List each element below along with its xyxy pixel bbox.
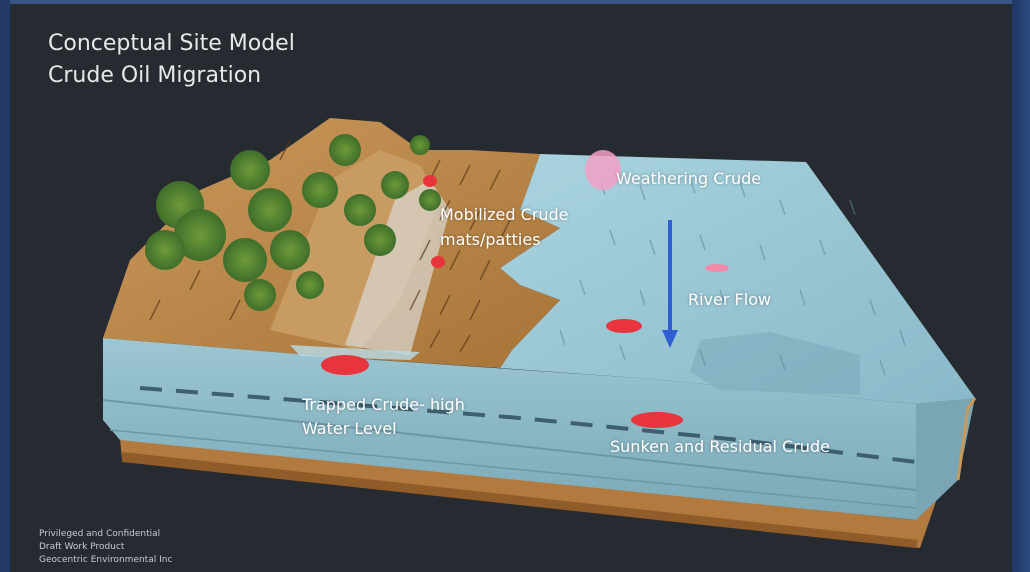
river-bank-terrain [103, 118, 560, 368]
vegetation [145, 134, 441, 311]
footer-line-3: Geocentric Environmental Inc [39, 555, 173, 565]
small-surface-blob [705, 264, 729, 272]
label-trapped-crude-2: Water Level [302, 419, 397, 438]
title-line-1: Conceptual Site Model [48, 31, 295, 56]
mobilized-crude-blob-2 [431, 256, 445, 268]
footer-line-2: Draft Work Product [39, 542, 125, 552]
label-river-flow: River Flow [688, 290, 772, 309]
river-flow-arrow [662, 220, 678, 348]
site-model-diagram [102, 118, 977, 548]
river-crude-blob [606, 319, 642, 333]
base-soil-layer [120, 404, 968, 548]
mobilized-crude-blob-1 [423, 175, 437, 187]
footer-notice: Privileged and Confidential Draft Work P… [39, 528, 172, 567]
label-sunken-crude: Sunken and Residual Crude [610, 437, 830, 456]
block-front-face [102, 338, 917, 520]
label-mobilized-crude-2: mats/patties [440, 230, 541, 249]
footer-line-1: Privileged and Confidential [39, 529, 161, 539]
window-frame-top [0, 0, 1030, 4]
slide: Conceptual Site Model Crude Oil Migratio… [10, 4, 1012, 572]
weathering-crude-blob [585, 150, 621, 190]
label-mobilized-crude-1: Mobilized Crude [440, 205, 569, 224]
oil-deposits [321, 150, 729, 428]
window-frame-left [0, 0, 10, 572]
block-right-face [806, 162, 977, 520]
title-line-2: Crude Oil Migration [48, 63, 262, 88]
window-frame-right [1012, 0, 1030, 572]
river-water-surface [500, 154, 975, 404]
slide-title: Conceptual Site Model Crude Oil Migratio… [48, 28, 295, 92]
sunken-crude-blob [631, 412, 683, 428]
trapped-crude-blob [321, 355, 369, 375]
label-trapped-crude-1: Trapped Crude- high [302, 395, 465, 414]
label-weathering-crude: Weathering Crude [616, 169, 762, 188]
